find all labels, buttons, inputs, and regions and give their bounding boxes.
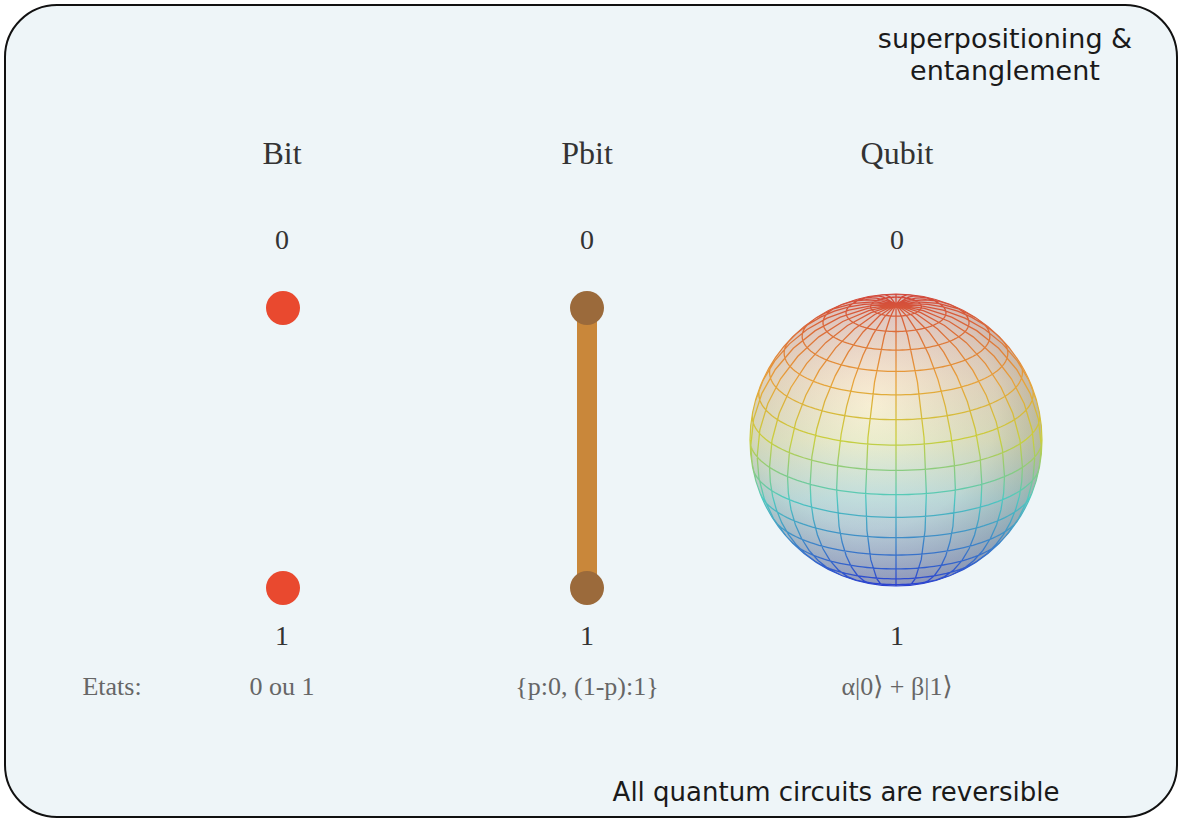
bit-symbol	[266, 291, 300, 605]
column-heading: Pbit	[561, 134, 613, 172]
bloch-sphere	[750, 294, 1042, 586]
state-description: α|0⟩ + β|1⟩	[841, 671, 952, 702]
row-label: Etats:	[82, 671, 141, 702]
state-value: 0	[275, 223, 289, 257]
state-value: 0	[890, 223, 904, 257]
state-value: 1	[580, 619, 594, 653]
state-description: 0 ou 1	[250, 671, 315, 702]
sphere-outline	[750, 294, 1042, 586]
note-text: All quantum circuits are reversible	[613, 777, 1060, 808]
column-heading: Qubit	[861, 134, 934, 172]
state-value: 1	[275, 619, 289, 653]
state-description: {p:0, (1-p):1}	[515, 671, 658, 702]
state-value: 0	[580, 223, 594, 257]
frame-panel	[5, 5, 1177, 817]
note-text: superpositioning & entanglement	[840, 23, 1170, 88]
column-heading: Bit	[262, 134, 301, 172]
state-value: 1	[890, 619, 904, 653]
pbit-symbol	[570, 291, 604, 605]
sphere-grid	[750, 294, 1042, 586]
